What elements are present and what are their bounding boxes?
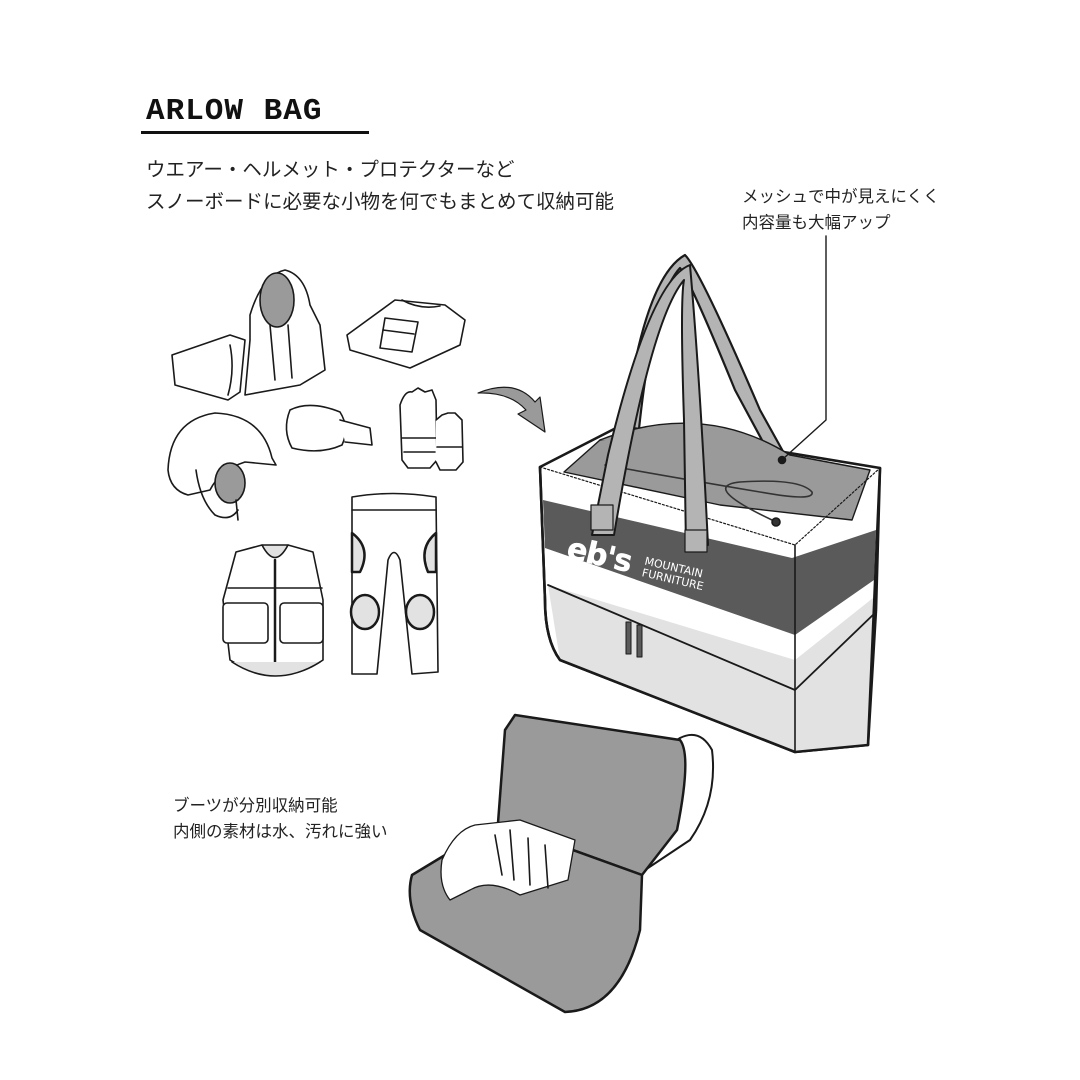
boots-callout-line-1: ブーツが分別収納可能 (173, 796, 338, 815)
goggles-icon (285, 404, 373, 452)
tote-bag-icon (538, 235, 882, 754)
mesh-callout: メッシュで中が見えにくく 内容量も大幅アップ (742, 184, 940, 236)
curved-arrow-icon (477, 386, 546, 433)
boots-callout-line-2: 内側の素材は水、汚れに強い (173, 822, 388, 841)
helmet-icon (167, 412, 277, 521)
lead-line-1: ウエアー・ヘルメット・プロテクターなど (146, 158, 515, 181)
boots-callout: ブーツが分別収納可能 内側の素材は水、汚れに強い (173, 793, 388, 845)
ebs-logo: eb's MOUNTAIN FURNITURE (563, 531, 704, 593)
lead-line-2: スノーボードに必要な小物を何でもまとめて収納可能 (146, 190, 615, 213)
title-underline (141, 131, 369, 134)
gloves-icon (399, 387, 464, 471)
folded-shirt-icon (346, 299, 466, 369)
protector-vest-icon (222, 544, 324, 677)
page-title: ARLOW BAG (146, 94, 323, 129)
mesh-callout-line-1: メッシュで中が見えにくく (742, 187, 940, 206)
lead-text: ウエアー・ヘルメット・プロテクターなど スノーボードに必要な小物を何でもまとめて… (146, 154, 614, 218)
protector-pants-icon (349, 492, 439, 675)
jacket-icon (171, 269, 326, 401)
mesh-callout-line-2: 内容量も大幅アップ (742, 213, 891, 232)
boot-compartment-icon (408, 713, 715, 1014)
